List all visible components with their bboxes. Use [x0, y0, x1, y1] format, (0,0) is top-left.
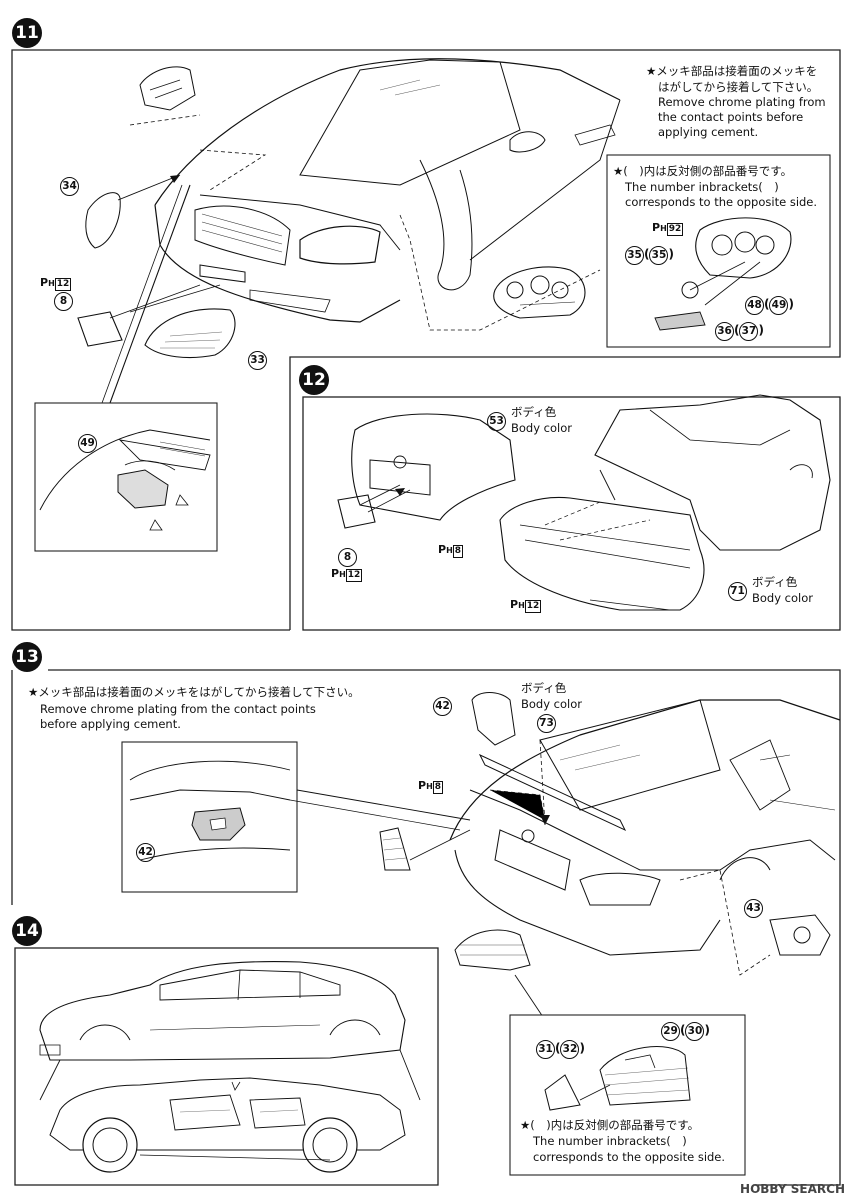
part-42-label: 42 — [433, 697, 452, 716]
body-color-jp-13: ボディ色 — [521, 681, 567, 695]
part-31-label: 31(32) — [536, 1040, 585, 1059]
part-43-label: 43 — [744, 899, 763, 918]
chrome-note-en-line1: Remove chrome plating from — [658, 95, 826, 109]
part-8-rear: 8 — [338, 548, 357, 567]
part-36-label: 36(37) — [715, 322, 764, 341]
ph-h: H — [660, 224, 667, 233]
part-29: 29 — [661, 1022, 680, 1041]
part-42-detail-label: 42 — [136, 843, 155, 862]
part-71: 71 — [728, 582, 747, 601]
part-42-inset: 42 — [136, 843, 155, 862]
step-14-badge: 14 — [12, 916, 42, 946]
body-color-en-13: Body color — [521, 697, 583, 711]
bracket14-note-en-line1: The number inbrackets( ) — [533, 1134, 687, 1148]
ph-number: 92 — [666, 223, 684, 236]
part-73-label: 73 — [537, 714, 556, 733]
ph-p: P — [510, 598, 519, 611]
part-48: 48 — [745, 296, 764, 315]
part-35-label: 35(35) — [625, 246, 674, 265]
ph-number: 8 — [452, 545, 464, 558]
part-43: 43 — [744, 899, 763, 918]
part-34: 34 — [60, 177, 79, 196]
step-11-number: 11 — [15, 23, 39, 43]
part-49: 49 — [78, 434, 97, 453]
step-14-number: 14 — [15, 921, 39, 941]
body-color-jp-12a: ボディ色 — [511, 405, 557, 419]
part-8-label: 8 — [54, 292, 73, 311]
bracket-note-jp: ★( )内は反対側の部品番号です。 — [613, 164, 793, 178]
part-33-label: 33 — [248, 351, 267, 370]
chrome13-note-en-line1: Remove chrome plating from the contact p… — [40, 702, 316, 716]
part-30: 30 — [685, 1022, 705, 1041]
part-8: 8 — [54, 292, 73, 311]
watermark: HOBBY SEARCH — [740, 1182, 845, 1196]
ph-p: P — [652, 221, 661, 234]
ph-number: 12 — [54, 278, 72, 291]
body-color-en-12b: Body color — [752, 591, 814, 605]
part-49-detail-label: 49 — [78, 434, 97, 453]
ph-h: H — [446, 546, 453, 555]
step-11-badge: 11 — [12, 18, 42, 48]
ph-p: P — [418, 779, 427, 792]
part-31: 31 — [536, 1040, 555, 1059]
ph-p: P — [40, 276, 49, 289]
part-71-label: 71 — [728, 582, 747, 601]
chrome-note-en-line3: applying cement. — [658, 125, 759, 139]
bracket-note-en-line2: corresponds to the opposite side. — [625, 195, 818, 209]
part-33: 33 — [248, 351, 267, 370]
ph-number: 8 — [432, 781, 444, 794]
step-12-number: 12 — [302, 370, 326, 390]
body-color-jp-12b: ボディ色 — [752, 575, 798, 589]
ph-h: H — [518, 601, 525, 610]
part-35: 35 — [625, 246, 644, 265]
part-35-opposite: 35 — [649, 246, 669, 265]
ph-number: 12 — [524, 600, 542, 613]
part-36: 36 — [715, 322, 734, 341]
chrome13-note-en-line2: before applying cement. — [40, 717, 181, 731]
bracket14-note-jp: ★( )内は反対側の部品番号です。 — [520, 1118, 700, 1132]
chrome-note-en-line2: the contact points before — [658, 110, 804, 124]
part-53-label: 53 — [487, 412, 506, 431]
bracket-note-en-line1: The number inbrackets( ) — [625, 180, 779, 194]
part-42: 42 — [433, 697, 452, 716]
part-73: 73 — [537, 714, 556, 733]
chrome-note-jp-line1: ★メッキ部品は接着面のメッキを — [646, 64, 818, 78]
part-49-opposite: 49 — [769, 296, 789, 315]
part-8-step12-label: 8 — [338, 548, 357, 567]
part-53: 53 — [487, 412, 506, 431]
ph-p: P — [331, 567, 340, 580]
part-32: 32 — [560, 1040, 580, 1059]
step-13-number: 13 — [15, 647, 39, 667]
part-34-label: 34 — [60, 177, 79, 196]
part-29-label: 29(30) — [661, 1022, 710, 1041]
chrome-note-jp-line2: はがしてから接着して下さい。 — [658, 80, 819, 94]
part-37: 37 — [739, 322, 759, 341]
ph-h: H — [426, 782, 433, 791]
step-13-badge: 13 — [12, 642, 42, 672]
body-color-en-12a: Body color — [511, 421, 573, 435]
ph-h: H — [339, 570, 346, 579]
bracket14-note-en-line2: corresponds to the opposite side. — [533, 1150, 726, 1164]
step-12-badge: 12 — [299, 365, 329, 395]
ph-p: P — [438, 543, 447, 556]
ph-h: H — [48, 279, 55, 288]
chrome13-note-jp: ★メッキ部品は接着面のメッキをはがしてから接着して下さい。 — [28, 685, 360, 699]
part-48-label: 48(49) — [745, 296, 794, 315]
ph-number: 12 — [345, 569, 363, 582]
